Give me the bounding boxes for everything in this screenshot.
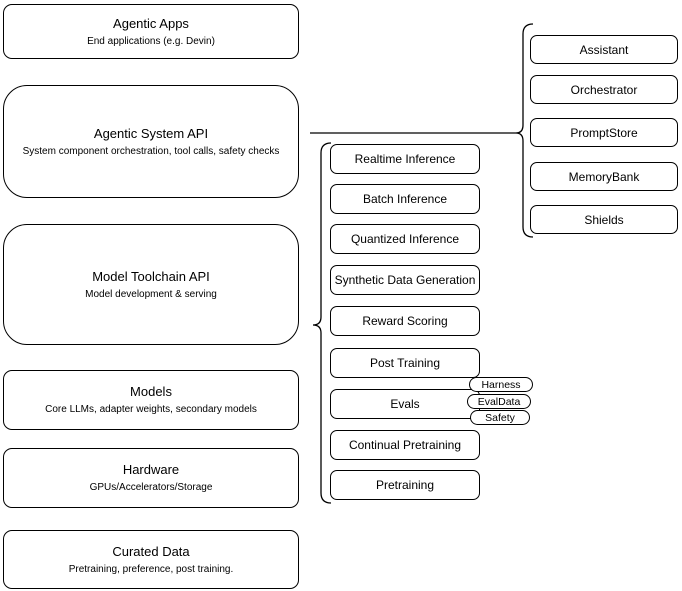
node-curated-data: Curated Data Pretraining, preference, po… — [3, 530, 299, 589]
node-label: Assistant — [579, 42, 629, 57]
node-label: Quantized Inference — [350, 232, 460, 246]
node-label: Evals — [390, 397, 420, 411]
node-title: Agentic Apps — [113, 15, 189, 31]
node-assistant: Assistant — [530, 35, 678, 64]
node-subtitle: Core LLMs, adapter weights, secondary mo… — [45, 404, 257, 415]
node-models: Models Core LLMs, adapter weights, secon… — [3, 370, 299, 430]
pill-evaldata: EvalData — [467, 394, 531, 409]
node-label: PromptStore — [570, 125, 638, 140]
node-synthetic-data-generation: Synthetic Data Generation — [330, 265, 480, 295]
node-label: Pretraining — [375, 478, 435, 492]
pill-label: Safety — [485, 411, 515, 424]
node-label: Synthetic Data Generation — [334, 273, 476, 287]
node-pretraining: Pretraining — [330, 470, 480, 500]
node-label: MemoryBank — [568, 169, 640, 184]
node-label: Continual Pretraining — [348, 438, 462, 452]
node-continual-pretraining: Continual Pretraining — [330, 430, 480, 460]
node-subtitle: End applications (e.g. Devin) — [87, 35, 215, 47]
node-title: Agentic System API — [93, 125, 209, 141]
node-title: Curated Data — [112, 543, 190, 559]
node-label: Post Training — [369, 356, 441, 370]
node-label: Realtime Inference — [354, 152, 456, 166]
node-evals: Evals — [330, 389, 480, 419]
pill-label: EvalData — [477, 395, 521, 408]
node-hardware: Hardware GPUs/Accelerators/Storage — [3, 448, 299, 508]
node-subtitle: GPUs/Accelerators/Storage — [89, 482, 213, 493]
node-batch-inference: Batch Inference — [330, 184, 480, 214]
node-label: Shields — [584, 212, 624, 227]
node-label: Batch Inference — [362, 192, 448, 206]
node-promptstore: PromptStore — [530, 118, 678, 147]
node-quantized-inference: Quantized Inference — [330, 224, 480, 254]
pill-harness: Harness — [469, 377, 533, 392]
node-model-toolchain-api: Model Toolchain API Model development & … — [3, 224, 299, 345]
pill-label: Harness — [481, 378, 521, 391]
node-reward-scoring: Reward Scoring — [330, 306, 480, 336]
pill-safety: Safety — [470, 410, 530, 425]
node-title: Models — [130, 384, 172, 399]
node-agentic-system-api: Agentic System API System component orch… — [3, 85, 299, 198]
node-label: Reward Scoring — [362, 314, 448, 328]
node-title: Model Toolchain API — [92, 268, 210, 284]
node-post-training: Post Training — [330, 348, 480, 378]
node-memorybank: MemoryBank — [530, 162, 678, 191]
node-title: Hardware — [122, 462, 180, 477]
node-orchestrator: Orchestrator — [530, 75, 678, 104]
toolchain-components-brace — [312, 142, 332, 504]
node-agentic-apps: Agentic Apps End applications (e.g. Devi… — [3, 4, 299, 59]
node-subtitle: Model development & serving — [85, 288, 217, 300]
node-label: Orchestrator — [570, 82, 638, 97]
node-subtitle: Pretraining, preference, post training. — [68, 563, 234, 575]
node-subtitle: System component orchestration, tool cal… — [22, 145, 280, 157]
node-shields: Shields — [530, 205, 678, 234]
node-realtime-inference: Realtime Inference — [330, 144, 480, 174]
